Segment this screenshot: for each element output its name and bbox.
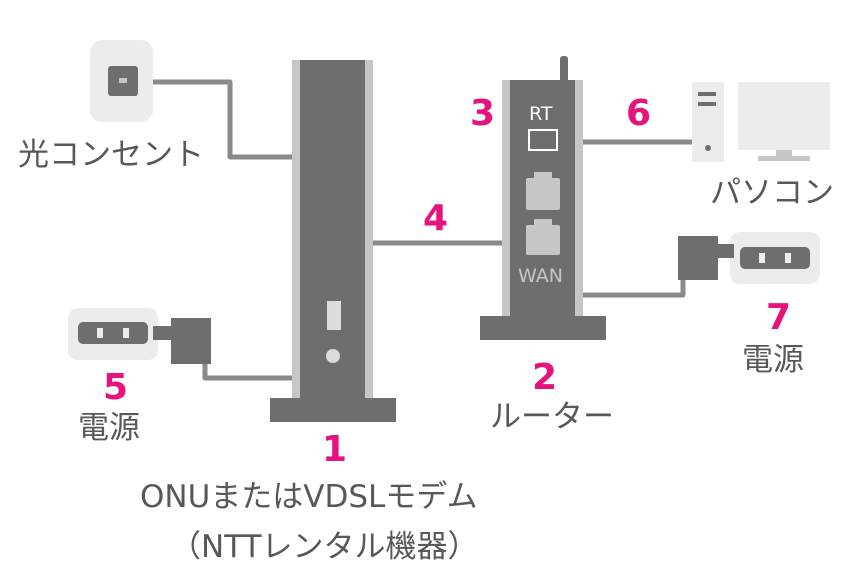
router-device <box>480 56 606 340</box>
onu-label-line1: ONUまたはVDSLモデム <box>140 479 478 515</box>
power-outlet-right <box>730 232 820 284</box>
onu-label-line2: （NTTレンタル機器） <box>170 529 479 565</box>
cable-router-to-power <box>583 278 686 298</box>
cable-power-to-onu <box>202 355 292 381</box>
router-label: ルーター <box>490 399 614 435</box>
number-2: 2 <box>532 357 558 398</box>
number-5: 5 <box>103 367 129 408</box>
wan-port-label: WAN <box>518 265 563 287</box>
number-3: 3 <box>470 93 496 134</box>
rt-port-label: RT <box>529 103 553 125</box>
ac-adapter-left <box>153 318 211 364</box>
number-6: 6 <box>626 93 652 134</box>
optical-outlet-label: 光コンセント <box>18 137 204 173</box>
cable-outlet-to-onu <box>150 79 292 160</box>
optical-outlet <box>90 40 153 122</box>
onu-device <box>270 60 396 422</box>
number-4: 4 <box>423 198 449 239</box>
power-right-label: 電源 <box>742 342 804 378</box>
power-outlet-left <box>68 308 158 360</box>
power-left-label: 電源 <box>78 410 140 446</box>
number-1: 1 <box>322 429 348 470</box>
pc-device <box>692 82 830 162</box>
pc-label: パソコン <box>710 175 834 211</box>
ac-adapter-right <box>678 236 734 280</box>
number-7: 7 <box>766 297 792 338</box>
